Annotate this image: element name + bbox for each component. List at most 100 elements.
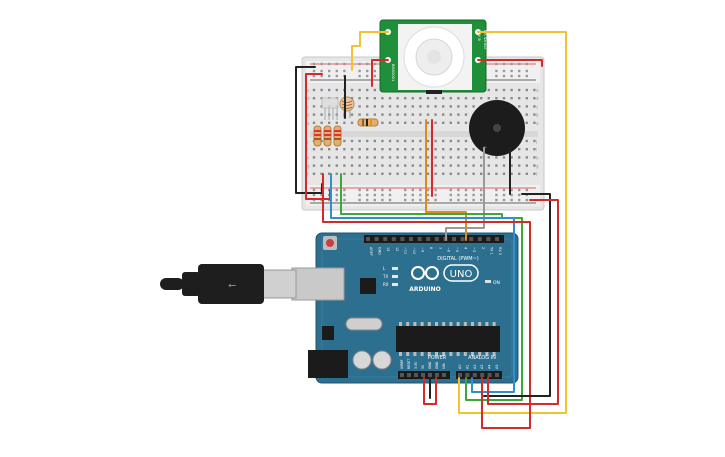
breadboard-hole[interactable] xyxy=(480,172,483,175)
breadboard-hole[interactable] xyxy=(434,156,437,159)
breadboard-hole[interactable] xyxy=(320,148,323,151)
breadboard-hole[interactable] xyxy=(388,121,392,124)
rail-hole[interactable] xyxy=(312,62,316,66)
rail-hole[interactable] xyxy=(366,193,369,197)
breadboard-hole[interactable] xyxy=(419,121,422,124)
breadboard-hole[interactable] xyxy=(312,148,316,151)
breadboard-hole[interactable] xyxy=(502,97,506,100)
breadboard-hole[interactable] xyxy=(320,88,323,92)
breadboard-hole[interactable] xyxy=(525,121,528,124)
breadboard-hole[interactable] xyxy=(335,88,338,92)
rail-hole[interactable] xyxy=(358,198,361,202)
breadboard-hole[interactable] xyxy=(312,164,316,167)
breadboard-hole[interactable] xyxy=(525,113,528,116)
breadboard-hole[interactable] xyxy=(525,139,528,143)
breadboard-hole[interactable] xyxy=(457,113,460,116)
rail-hole[interactable] xyxy=(381,188,384,192)
breadboard-hole[interactable] xyxy=(442,164,445,167)
rail-hole[interactable] xyxy=(464,188,468,192)
breadboard-hole[interactable] xyxy=(457,156,460,159)
digital-pin[interactable] xyxy=(477,237,482,241)
breadboard-hole[interactable] xyxy=(434,139,437,143)
breadboard-hole[interactable] xyxy=(343,172,346,175)
breadboard-hole[interactable] xyxy=(457,172,460,175)
breadboard-hole[interactable] xyxy=(388,148,392,151)
breadboard-hole[interactable] xyxy=(518,164,521,167)
breadboard-hole[interactable] xyxy=(464,156,468,159)
rail-hole[interactable] xyxy=(457,198,460,202)
breadboard-hole[interactable] xyxy=(335,172,338,175)
digital-pin[interactable] xyxy=(452,237,456,241)
breadboard-hole[interactable] xyxy=(404,139,407,143)
breadboard-hole[interactable] xyxy=(373,88,376,92)
breadboard-hole[interactable] xyxy=(411,164,414,167)
breadboard-hole[interactable] xyxy=(442,156,445,159)
power-pin[interactable] xyxy=(428,373,432,377)
breadboard-hole[interactable] xyxy=(312,156,316,159)
rail-hole[interactable] xyxy=(358,74,361,78)
breadboard-hole[interactable] xyxy=(381,105,384,108)
breadboard-hole[interactable] xyxy=(533,172,536,175)
rail-hole[interactable] xyxy=(449,188,452,192)
breadboard-hole[interactable] xyxy=(472,97,475,100)
breadboard-hole[interactable] xyxy=(312,172,316,175)
rail-hole[interactable] xyxy=(472,198,475,202)
rail-hole[interactable] xyxy=(343,62,346,66)
rail-hole[interactable] xyxy=(495,69,498,73)
breadboard-hole[interactable] xyxy=(525,172,528,175)
breadboard-hole[interactable] xyxy=(411,121,414,124)
breadboard-hole[interactable] xyxy=(388,164,392,167)
rail-hole[interactable] xyxy=(502,193,506,197)
rail-hole[interactable] xyxy=(457,193,460,197)
breadboard-hole[interactable] xyxy=(366,105,369,108)
breadboard-hole[interactable] xyxy=(442,148,445,151)
breadboard-hole[interactable] xyxy=(525,97,528,100)
rail-hole[interactable] xyxy=(502,188,506,192)
breadboard-hole[interactable] xyxy=(457,97,460,100)
breadboard-hole[interactable] xyxy=(518,88,521,92)
rail-hole[interactable] xyxy=(426,188,430,192)
breadboard-hole[interactable] xyxy=(464,139,468,143)
breadboard-hole[interactable] xyxy=(366,97,369,100)
breadboard-hole[interactable] xyxy=(533,164,536,167)
rail-hole[interactable] xyxy=(419,188,422,192)
breadboard-hole[interactable] xyxy=(525,156,528,159)
rail-hole[interactable] xyxy=(381,193,384,197)
rail-hole[interactable] xyxy=(343,188,346,192)
breadboard-hole[interactable] xyxy=(381,164,384,167)
rail-hole[interactable] xyxy=(335,193,338,197)
rail-hole[interactable] xyxy=(464,193,468,197)
breadboard-hole[interactable] xyxy=(419,156,422,159)
breadboard-hole[interactable] xyxy=(366,139,369,143)
breadboard-hole[interactable] xyxy=(358,88,361,92)
rail-hole[interactable] xyxy=(373,198,376,202)
breadboard-hole[interactable] xyxy=(464,172,468,175)
breadboard-hole[interactable] xyxy=(411,156,414,159)
breadboard-hole[interactable] xyxy=(457,121,460,124)
breadboard-hole[interactable] xyxy=(411,97,414,100)
rail-hole[interactable] xyxy=(518,188,521,192)
breadboard-hole[interactable] xyxy=(472,105,475,108)
analog-pin[interactable] xyxy=(495,373,499,377)
breadboard-hole[interactable] xyxy=(411,172,414,175)
breadboard-hole[interactable] xyxy=(404,105,407,108)
breadboard-hole[interactable] xyxy=(518,172,521,175)
breadboard-hole[interactable] xyxy=(373,113,376,116)
breadboard-hole[interactable] xyxy=(510,164,513,167)
rail-hole[interactable] xyxy=(464,198,468,202)
rail-hole[interactable] xyxy=(495,198,498,202)
rail-hole[interactable] xyxy=(495,188,498,192)
digital-pin[interactable] xyxy=(460,237,465,241)
rail-hole[interactable] xyxy=(419,193,422,197)
breadboard-hole[interactable] xyxy=(381,139,384,143)
rail-hole[interactable] xyxy=(358,62,361,66)
breadboard-hole[interactable] xyxy=(480,97,483,100)
breadboard-hole[interactable] xyxy=(404,148,407,151)
breadboard-hole[interactable] xyxy=(388,156,392,159)
breadboard-hole[interactable] xyxy=(434,113,437,116)
breadboard-hole[interactable] xyxy=(449,97,452,100)
rail-hole[interactable] xyxy=(312,69,316,73)
rail-hole[interactable] xyxy=(343,193,346,197)
breadboard-hole[interactable] xyxy=(350,139,354,143)
breadboard-hole[interactable] xyxy=(366,172,369,175)
